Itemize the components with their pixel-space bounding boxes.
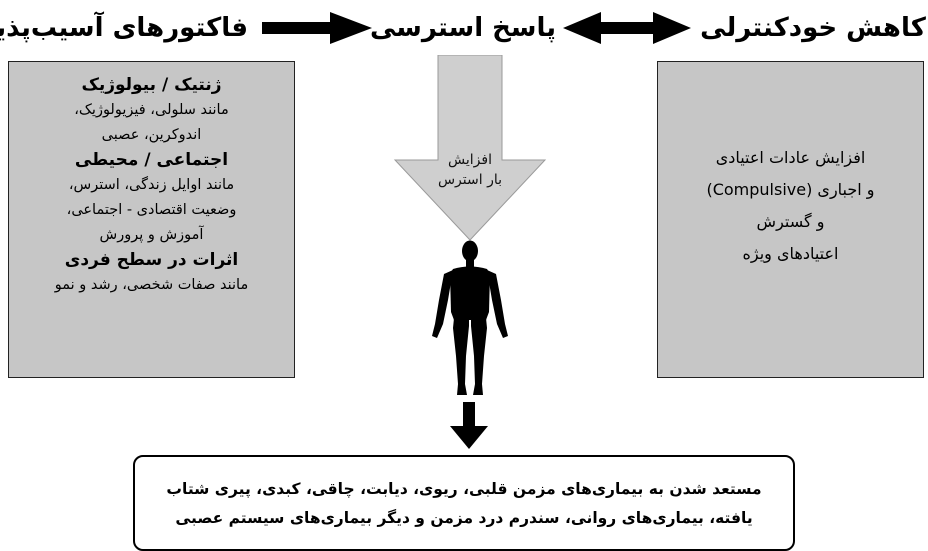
box-line: و اجباری (Compulsive)	[706, 180, 875, 199]
arrow-double-center-right	[563, 12, 691, 44]
outcomes-self-control-box: افزایش عادات اعتیادی و اجباری (Compulsiv…	[657, 61, 924, 378]
section-line: وضعیت اقتصادی - اجتماعی،	[66, 202, 237, 218]
heading-reduced-self-control: کاهش خودکنترلی	[700, 13, 926, 43]
section-line: آموزش و پرورش	[99, 227, 204, 243]
section-social-environmental: اجتماعی / محیطی مانند اوایل زندگی، استرس…	[9, 148, 294, 248]
arrow-left-to-center	[262, 12, 372, 44]
box-line: افزایش عادات اعتیادی	[715, 148, 866, 167]
section-genetic-biological: ژنتیک / بیولوژیک مانند سلولی، فیزیولوژیک…	[9, 73, 294, 148]
stress-load-label: افزایش بار استرس	[430, 150, 510, 190]
outcome-line: یافته، بیماری‌های روانی، سندرم درد مزمن …	[175, 509, 753, 527]
stress-load-arrow	[393, 55, 547, 241]
vulnerability-factors-box: ژنتیک / بیولوژیک مانند سلولی، فیزیولوژیک…	[8, 61, 295, 378]
box-line: و گسترش	[756, 212, 825, 231]
label-line: بار استرس	[437, 172, 503, 188]
section-line: مانند سلولی، فیزیولوژیک،	[74, 102, 229, 118]
section-title: اثرات در سطح فردی	[64, 250, 239, 270]
outcome-line: مستعد شدن به بیماری‌های مزمن قلبی، ریوی،…	[166, 480, 762, 498]
label-line: افزایش	[448, 152, 492, 168]
disease-outcome-box: مستعد شدن به بیماری‌های مزمن قلبی، ریوی،…	[133, 455, 795, 551]
box-line: اعتیادهای ویژه	[742, 244, 839, 263]
section-line: اندوکرین، عصبی	[101, 127, 202, 143]
section-line: مانند اوایل زندگی، استرس،	[68, 177, 235, 193]
section-individual-level: اثرات در سطح فردی مانند صفات شخصی، رشد و…	[9, 248, 294, 298]
heading-vulnerability-factors: فاکتورهای آسیب‌پذیری	[0, 13, 248, 43]
connector-arrows	[262, 12, 691, 44]
heading-stress-response: پاسخ استرسی	[369, 13, 556, 43]
section-title: ژنتیک / بیولوژیک	[81, 75, 222, 95]
down-arrow	[450, 402, 488, 449]
human-figure-icon	[432, 240, 508, 395]
section-line: مانند صفات شخصی، رشد و نمو	[54, 277, 249, 293]
section-title: اجتماعی / محیطی	[74, 150, 229, 170]
